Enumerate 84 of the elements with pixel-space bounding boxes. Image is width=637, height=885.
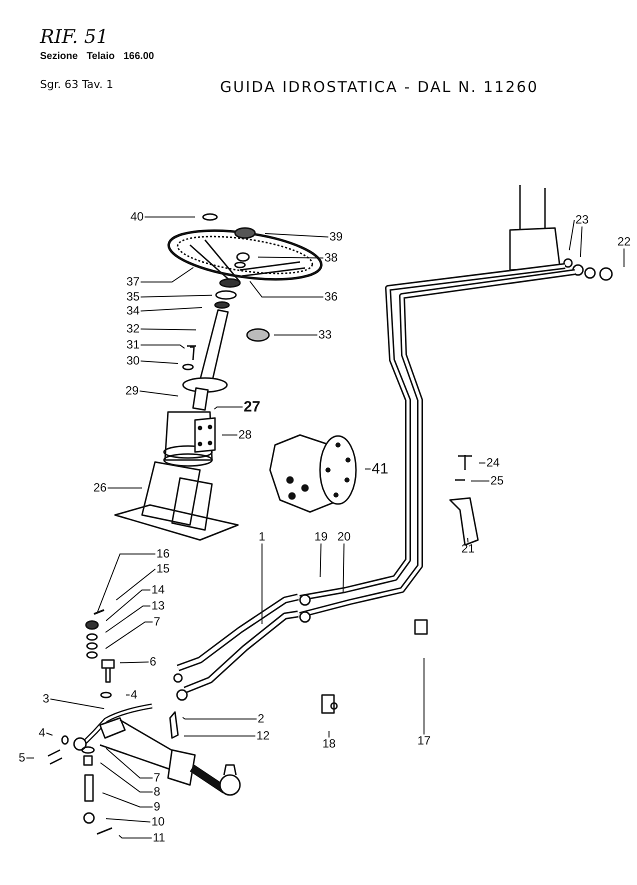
callout-number: 8: [152, 786, 162, 798]
callout-number: 37: [125, 276, 141, 288]
callout-number: 7: [152, 772, 162, 784]
leader-line: [249, 280, 324, 298]
callout-number: 30: [125, 354, 141, 368]
leader-line: [46, 732, 53, 736]
header-note: RIF. 51: [40, 26, 108, 48]
callout-number: 34: [125, 304, 141, 318]
callout-number: 3: [42, 692, 50, 706]
leader-line: [328, 730, 330, 738]
leader-line: [102, 792, 154, 808]
callout-number: 10: [150, 816, 166, 828]
leader-line: [106, 748, 154, 778]
leader-line: [580, 226, 582, 258]
leader-line: [568, 220, 575, 251]
callout-number: 35: [125, 290, 141, 304]
callout-number: 25: [489, 474, 505, 488]
diagram-title: GUIDA IDROSTATICA - DAL N. 11260: [220, 78, 539, 96]
leader-line: [100, 762, 154, 792]
callout-number: 24: [485, 456, 501, 470]
leader-line: [478, 462, 486, 464]
callout-number: 36: [323, 290, 339, 304]
leader-line: [342, 543, 344, 592]
leader-line: [264, 232, 329, 238]
leader-line: [118, 834, 152, 838]
callout-number: 27: [242, 400, 262, 414]
leader-line: [140, 294, 212, 298]
callout-number: 28: [237, 428, 253, 442]
callout-number: 16: [155, 548, 171, 560]
leader-line: [105, 818, 151, 822]
leader-line: [274, 334, 318, 336]
leader-line: [105, 606, 151, 633]
leader-line: [140, 344, 186, 349]
leader-line: [222, 434, 238, 436]
leader-line: [140, 328, 196, 330]
callout-number: 6: [148, 656, 158, 668]
leader-line: [50, 698, 105, 710]
callout-number: 2: [256, 712, 266, 726]
leader-line: [470, 480, 490, 482]
callout-number: 20: [336, 530, 352, 544]
header-note: Sezione Telaio 166.00: [40, 51, 154, 62]
callout-number: 22: [616, 236, 632, 248]
header-note: Sgr. 63 Tav. 1: [40, 78, 114, 91]
leader-line: [120, 662, 150, 664]
callout-number: 32: [125, 322, 141, 336]
leader-line: [364, 468, 372, 470]
callout-number: 5: [18, 752, 26, 764]
leader-line: [214, 406, 244, 410]
leader-line: [467, 537, 468, 543]
leader-line: [140, 360, 179, 364]
callout-number: 12: [255, 730, 271, 742]
callout-number: 14: [150, 584, 166, 596]
callout-number: 13: [150, 600, 166, 612]
callout-number: 9: [152, 800, 162, 814]
leader-line: [140, 306, 203, 312]
leader-line: [182, 716, 258, 720]
leader-line: [106, 590, 151, 622]
leader-line: [116, 568, 156, 601]
leader-line: [140, 267, 194, 282]
callout-number: 26: [92, 482, 108, 494]
leader-line: [126, 694, 130, 696]
callout-number: 40: [129, 210, 145, 224]
callout-number: 29: [124, 384, 140, 398]
leader-line: [96, 554, 156, 614]
callout-number: 19: [313, 530, 329, 544]
callout-number: 15: [155, 562, 171, 576]
callout-number: 7: [152, 616, 162, 628]
callout-number: 38: [323, 252, 339, 264]
leader-line: [320, 543, 322, 578]
leader-line: [258, 256, 324, 258]
callout-number: 4: [38, 726, 46, 740]
callout-number: 11: [152, 832, 166, 844]
callout-number: 33: [317, 328, 333, 342]
callout-number: 41: [370, 462, 390, 476]
callout-number: 1: [258, 530, 266, 544]
callout-number: 31: [125, 338, 141, 352]
callout-number: 18: [321, 738, 337, 750]
leader-line: [105, 622, 154, 650]
callout-number: 4: [130, 688, 138, 702]
callout-number: 23: [574, 214, 590, 226]
callout-number: 17: [416, 734, 432, 748]
leader-line: [144, 216, 196, 218]
callout-number: 39: [328, 230, 344, 244]
leader-line: [139, 390, 179, 396]
